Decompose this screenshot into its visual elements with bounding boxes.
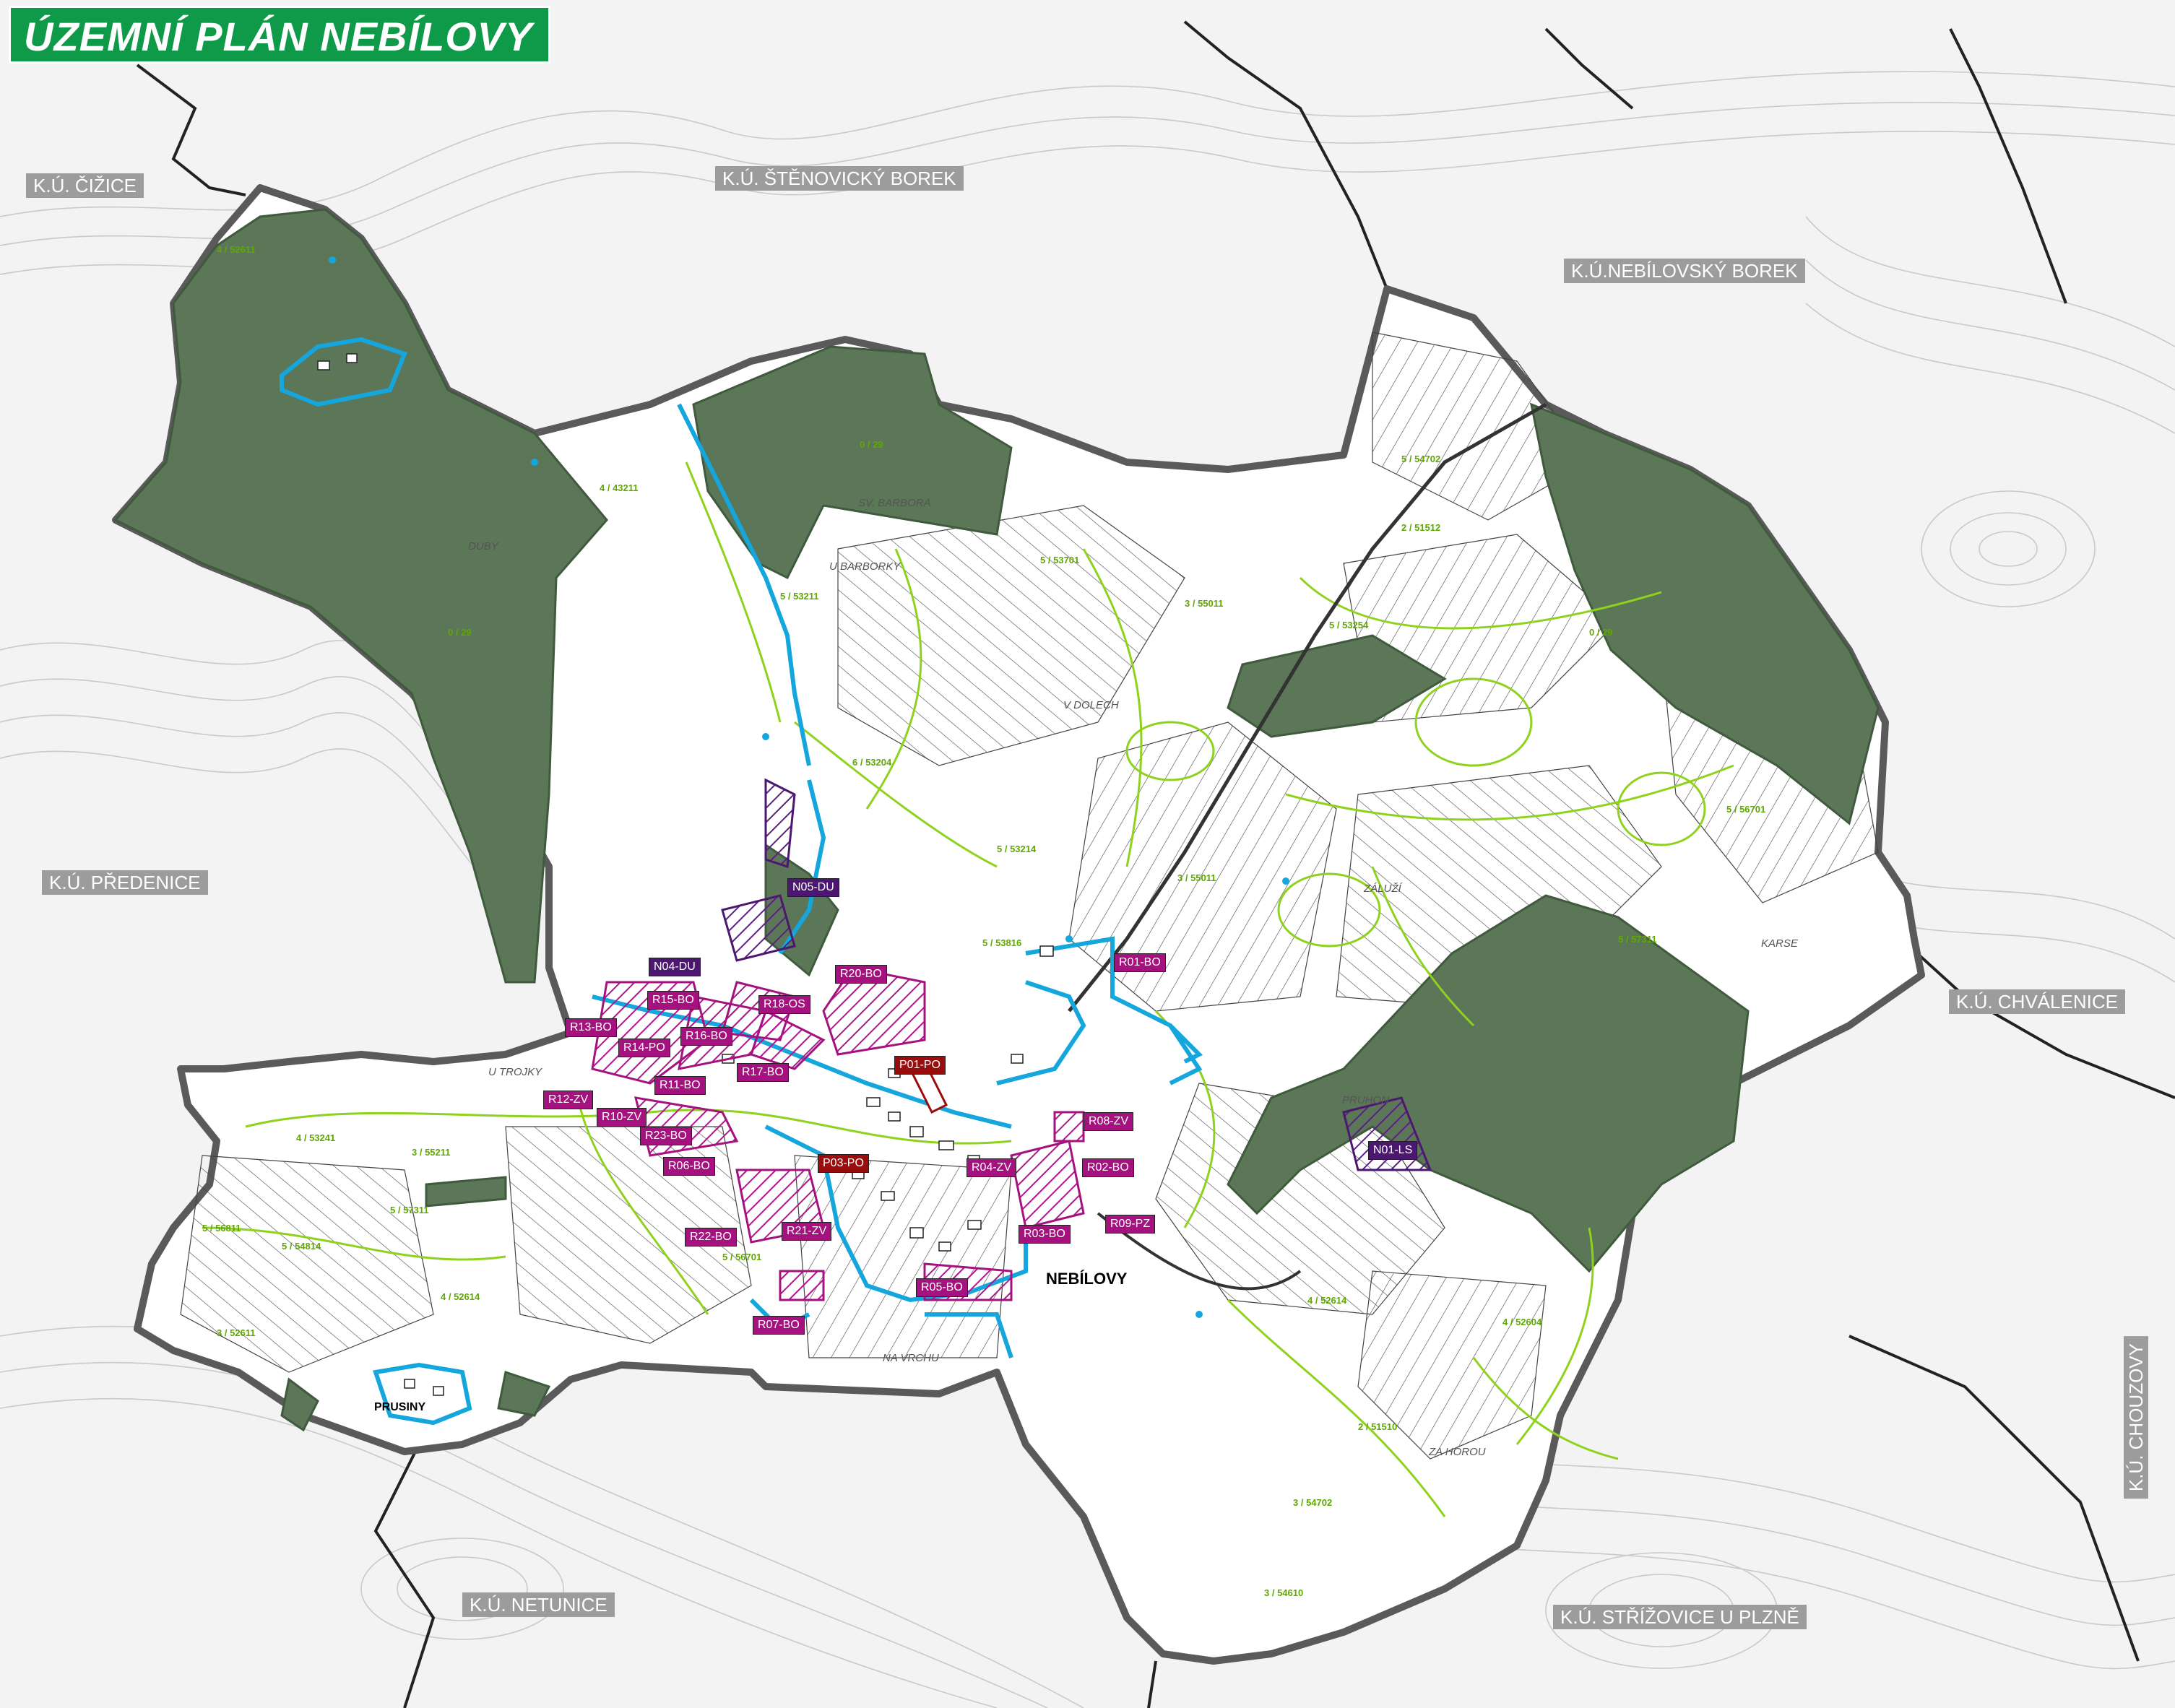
locality-label: PRUHON — [1342, 1094, 1390, 1106]
soil-code: 5 / 54814 — [282, 1241, 321, 1252]
soil-code: 5 / 57311 — [390, 1205, 429, 1215]
plot-label-r01[interactable]: R01-BO — [1114, 953, 1166, 972]
plot-label-r17[interactable]: R17-BO — [737, 1063, 789, 1082]
ku-label-stenovicky-borek: K.Ú. ŠTĚNOVICKÝ BOREK — [715, 166, 964, 191]
soil-code: 0 / 29 — [448, 627, 472, 638]
ku-label-chvalenice: K.Ú. CHVÁLENICE — [1949, 989, 2125, 1014]
forest-areas — [113, 208, 1880, 1432]
plot-label-r07[interactable]: R07-BO — [753, 1316, 805, 1335]
locality-label: U BARBORKY — [829, 560, 901, 573]
soil-code: 5 / 56811 — [202, 1223, 241, 1234]
soil-code: 5 / 56701 — [722, 1252, 761, 1262]
plot-label-r04[interactable]: R04-ZV — [967, 1158, 1017, 1177]
soil-code: 4 / 53241 — [296, 1132, 335, 1143]
locality-label: ZÁLUŽÍ — [1364, 883, 1401, 895]
plot-label-r14[interactable]: R14-PO — [618, 1039, 670, 1057]
plot-label-r09[interactable]: R09-PZ — [1105, 1215, 1156, 1234]
locality-label: V DOLECH — [1063, 699, 1119, 711]
plot-label-r22[interactable]: R22-BO — [685, 1228, 737, 1247]
plot-label-r21[interactable]: R21-ZV — [782, 1222, 832, 1241]
soil-code: 4 / 43211 — [600, 482, 639, 493]
plot-label-r06[interactable]: R06-BO — [663, 1157, 715, 1176]
plot-label-n05[interactable]: N05-DU — [787, 878, 839, 897]
plot-label-r08[interactable]: R08-ZV — [1084, 1112, 1134, 1131]
plot-label-r23[interactable]: R23-BO — [640, 1127, 692, 1145]
village-nebilovy: NEBÍLOVY — [1046, 1270, 1128, 1288]
soil-code: 3 / 54610 — [1264, 1587, 1303, 1598]
soil-code: 3 / 55211 — [412, 1147, 451, 1158]
ku-label-netunice: K.Ú. NETUNICE — [462, 1592, 615, 1617]
ku-label-nebilovsky-borek: K.Ú.NEBÍLOVSKÝ BOREK — [1564, 259, 1805, 283]
soil-lines — [202, 461, 1734, 1517]
soil-code: 5 / 56701 — [1726, 804, 1765, 815]
plot-label-r15[interactable]: R15-BO — [647, 991, 699, 1010]
ku-label-chouzovy: K.Ú. CHOUZOVY — [2124, 1336, 2148, 1499]
plot-label-r10[interactable]: R10-ZV — [597, 1108, 647, 1127]
plot-label-r12[interactable]: R12-ZV — [543, 1091, 594, 1109]
plot-label-p01[interactable]: P01-PO — [894, 1056, 946, 1075]
soil-code: 4 / 52611 — [217, 244, 256, 255]
soil-code: 5 / 53214 — [997, 844, 1037, 854]
ku-label-predenice: K.Ú. PŘEDENICE — [42, 870, 208, 895]
plot-label-r20[interactable]: R20-BO — [835, 965, 887, 984]
soil-code: 2 / 51512 — [1401, 522, 1440, 533]
road-s — [1097, 1212, 1302, 1291]
plot-label-r11[interactable]: R11-BO — [654, 1076, 706, 1095]
soil-code: 5 / 53816 — [982, 937, 1021, 948]
soil-code-labels: 4 / 52611 5 / 53211 4 / 43211 5 / 53214 … — [202, 244, 1765, 1598]
plot-label-p03[interactable]: P03-PO — [818, 1154, 869, 1173]
soil-code: 3 / 52611 — [217, 1327, 256, 1338]
soil-code: 4 / 52614 — [441, 1291, 480, 1302]
plot-label-n04[interactable]: N04-DU — [649, 958, 701, 976]
village-prusiny: PRUSINY — [374, 1401, 426, 1413]
plot-label-r02[interactable]: R02-BO — [1082, 1158, 1134, 1177]
plot-label-r03[interactable]: R03-BO — [1019, 1225, 1071, 1244]
soil-code: 3 / 54702 — [1293, 1497, 1332, 1508]
soil-code: 5 / 53701 — [1040, 555, 1079, 565]
locality-label: U TROJKY — [488, 1066, 542, 1078]
locality-label: NA VRCHU — [883, 1352, 939, 1364]
locality-label: DUBY — [468, 540, 498, 552]
soil-code: 0 / 29 — [1589, 627, 1613, 638]
map-title: ÚZEMNÍ PLÁN NEBÍLOVY — [9, 6, 551, 64]
soil-code: 0 / 29 — [860, 439, 883, 450]
soil-code: 5 / 53211 — [780, 591, 819, 602]
soil-code: 6 / 53204 — [852, 757, 892, 768]
soil-code: 3 / 55011 — [1177, 872, 1216, 883]
main-road — [1068, 402, 1547, 1013]
ku-label-strizovice: K.Ú. STŘÍŽOVICE U PLZNĚ — [1553, 1605, 1807, 1629]
soil-code: 4 / 52604 — [1502, 1317, 1542, 1327]
plot-label-r16[interactable]: R16-BO — [680, 1027, 732, 1046]
plot-label-r18[interactable]: R18-OS — [758, 995, 810, 1014]
soil-code: 5 / 57311 — [1618, 934, 1657, 945]
soil-code: 3 / 55011 — [1185, 598, 1224, 609]
neighbour-boundaries — [136, 20, 2175, 1708]
blue-markers — [329, 256, 1289, 1318]
ku-label-cizice: K.Ú. ČIŽICE — [26, 173, 144, 198]
plot-label-r05[interactable]: R05-BO — [916, 1278, 968, 1297]
soil-code: 5 / 53254 — [1329, 620, 1369, 630]
soil-code: 2 / 51510 — [1358, 1421, 1397, 1432]
soil-code: 5 / 54702 — [1401, 454, 1440, 464]
locality-label: SV. BARBORA — [858, 497, 931, 509]
plot-label-n01[interactable]: N01-LS — [1368, 1141, 1418, 1160]
soil-code: 4 / 52614 — [1307, 1295, 1347, 1306]
plot-label-r13[interactable]: R13-BO — [565, 1018, 617, 1037]
locality-label: ZA HOROU — [1429, 1446, 1486, 1458]
locality-label: KARSE — [1761, 937, 1798, 950]
